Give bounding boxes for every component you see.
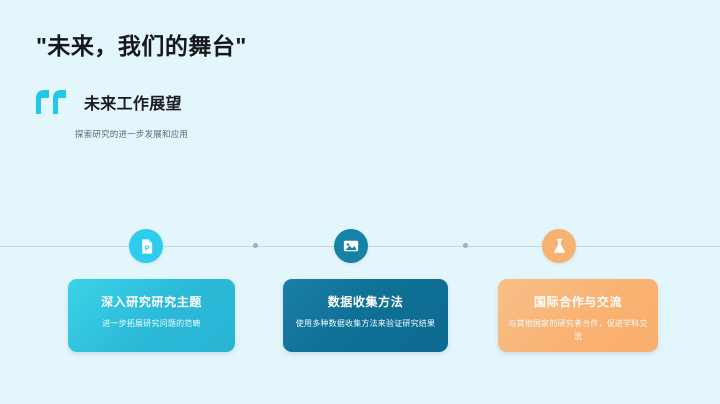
- timeline-node-2[interactable]: [334, 229, 368, 263]
- card-title: 深入研究研究主题: [101, 295, 202, 309]
- quote-icon: [34, 88, 68, 118]
- file-document-icon: P: [138, 238, 155, 255]
- timeline-dot: [253, 243, 258, 248]
- timeline-node-3[interactable]: [542, 229, 576, 263]
- image-picture-icon: [342, 237, 360, 255]
- svg-text:P: P: [144, 244, 149, 252]
- timeline-dot: [463, 243, 468, 248]
- quote-heading: 未来工作展望: [84, 96, 182, 113]
- timeline-node-1[interactable]: P: [129, 229, 163, 263]
- card-description: 使用多种数据收集方法来验证研究结果: [295, 319, 436, 328]
- timeline-card-2[interactable]: 数据收集方法 使用多种数据收集方法来验证研究结果: [283, 279, 448, 352]
- page-title: "未来，我们的舞台": [36, 33, 247, 59]
- timeline-card-3[interactable]: 国际合作与交流 与其他国家的研究者合作，促进学科交流: [498, 279, 658, 352]
- card-title: 数据收集方法: [327, 295, 404, 309]
- card-description: 进一步拓展研究问题的范畴: [102, 319, 201, 328]
- flask-beaker-icon: [551, 238, 568, 255]
- quote-subtitle: 探索研究的进一步发展和应用: [75, 129, 189, 139]
- timeline-card-1[interactable]: 深入研究研究主题 进一步拓展研究问题的范畴: [68, 279, 235, 352]
- quote-block: 未来工作展望 探索研究的进一步发展和应用: [34, 88, 334, 154]
- card-description: 与其他国家的研究者合作，促进学科交流: [508, 319, 648, 341]
- card-title: 国际合作与交流: [533, 295, 623, 309]
